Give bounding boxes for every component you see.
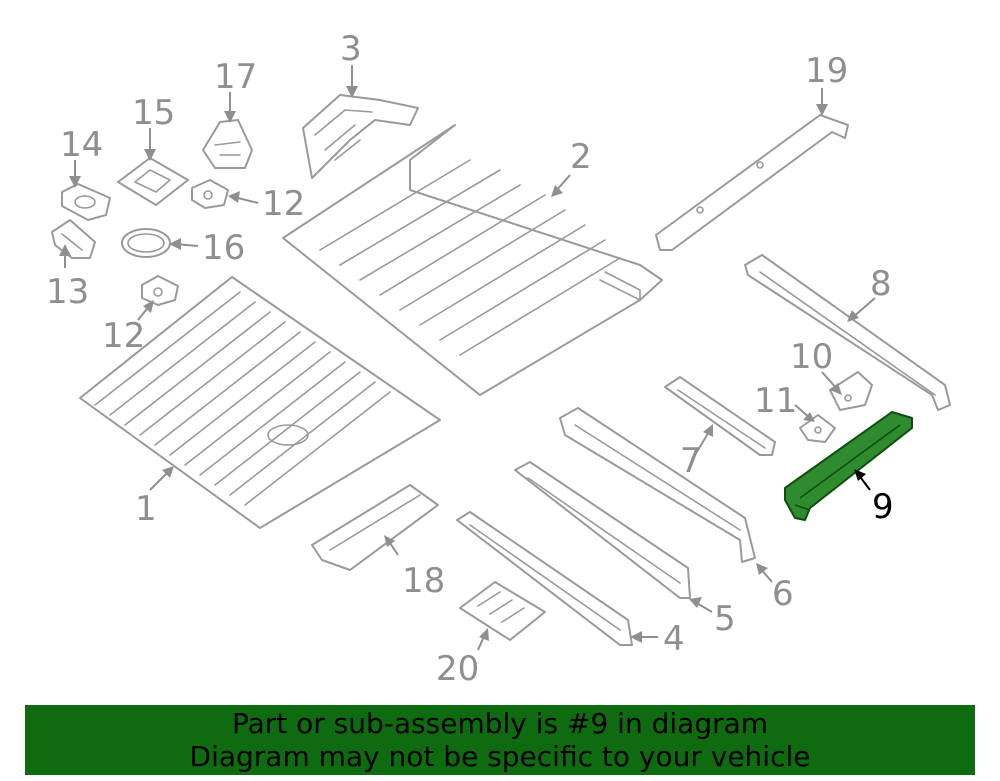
callout-16: 16 xyxy=(202,228,245,268)
part-19-crossmember xyxy=(655,114,849,251)
parts-diagram: 1 2 3 4 5 6 7 8 9 10 11 12 12 13 14 15 1… xyxy=(46,29,951,689)
part-6-rail xyxy=(559,407,756,563)
part-4-rail xyxy=(456,511,633,646)
part-10-bracket xyxy=(829,371,873,411)
part-13-bracket xyxy=(51,219,96,259)
part-18-panel xyxy=(311,484,439,571)
part-7-rail xyxy=(664,376,776,456)
info-banner: Part or sub-assembly is #9 in diagram Di… xyxy=(25,705,975,775)
callout-7: 7 xyxy=(680,441,702,481)
callout-19: 19 xyxy=(805,51,848,91)
callout-8: 8 xyxy=(870,264,892,304)
callout-4: 4 xyxy=(663,619,685,659)
part-5-rail xyxy=(514,461,691,599)
callout-5: 5 xyxy=(714,599,736,639)
part-2-floor-panel xyxy=(282,124,663,396)
part-14-plate xyxy=(61,183,111,221)
banner-line-1: Part or sub-assembly is #9 in diagram xyxy=(231,707,769,740)
callout-1: 1 xyxy=(135,489,157,529)
part-17-bracket xyxy=(202,119,253,169)
callout-13: 13 xyxy=(46,272,89,312)
callout-2: 2 xyxy=(570,137,592,177)
callout-12-lower: 12 xyxy=(102,316,145,356)
callout-11: 11 xyxy=(754,381,797,421)
part-9-crossmember-highlighted xyxy=(784,411,913,521)
part-15-cover xyxy=(117,157,189,206)
callout-6: 6 xyxy=(772,574,794,614)
banner-line-2: Diagram may not be specific to your vehi… xyxy=(189,740,811,773)
callout-18: 18 xyxy=(402,561,445,601)
part-11-bracket xyxy=(799,414,836,443)
part-1-floor-panel xyxy=(79,276,441,529)
part-8-rail xyxy=(744,254,951,411)
part-12-plug-lower xyxy=(141,275,179,306)
callout-15: 15 xyxy=(132,93,175,133)
callout-14: 14 xyxy=(60,125,103,165)
callout-9: 9 xyxy=(872,487,894,527)
part-3-bracket xyxy=(302,94,419,179)
callout-20: 20 xyxy=(436,649,479,689)
callout-12-upper: 12 xyxy=(262,184,305,224)
part-16-ring xyxy=(121,228,171,258)
callout-3: 3 xyxy=(340,29,362,69)
callout-leaders xyxy=(59,65,876,651)
part-12-plug-upper xyxy=(191,179,229,209)
callout-17: 17 xyxy=(214,57,257,97)
part-20-pad xyxy=(459,581,546,641)
callout-10: 10 xyxy=(790,337,833,377)
